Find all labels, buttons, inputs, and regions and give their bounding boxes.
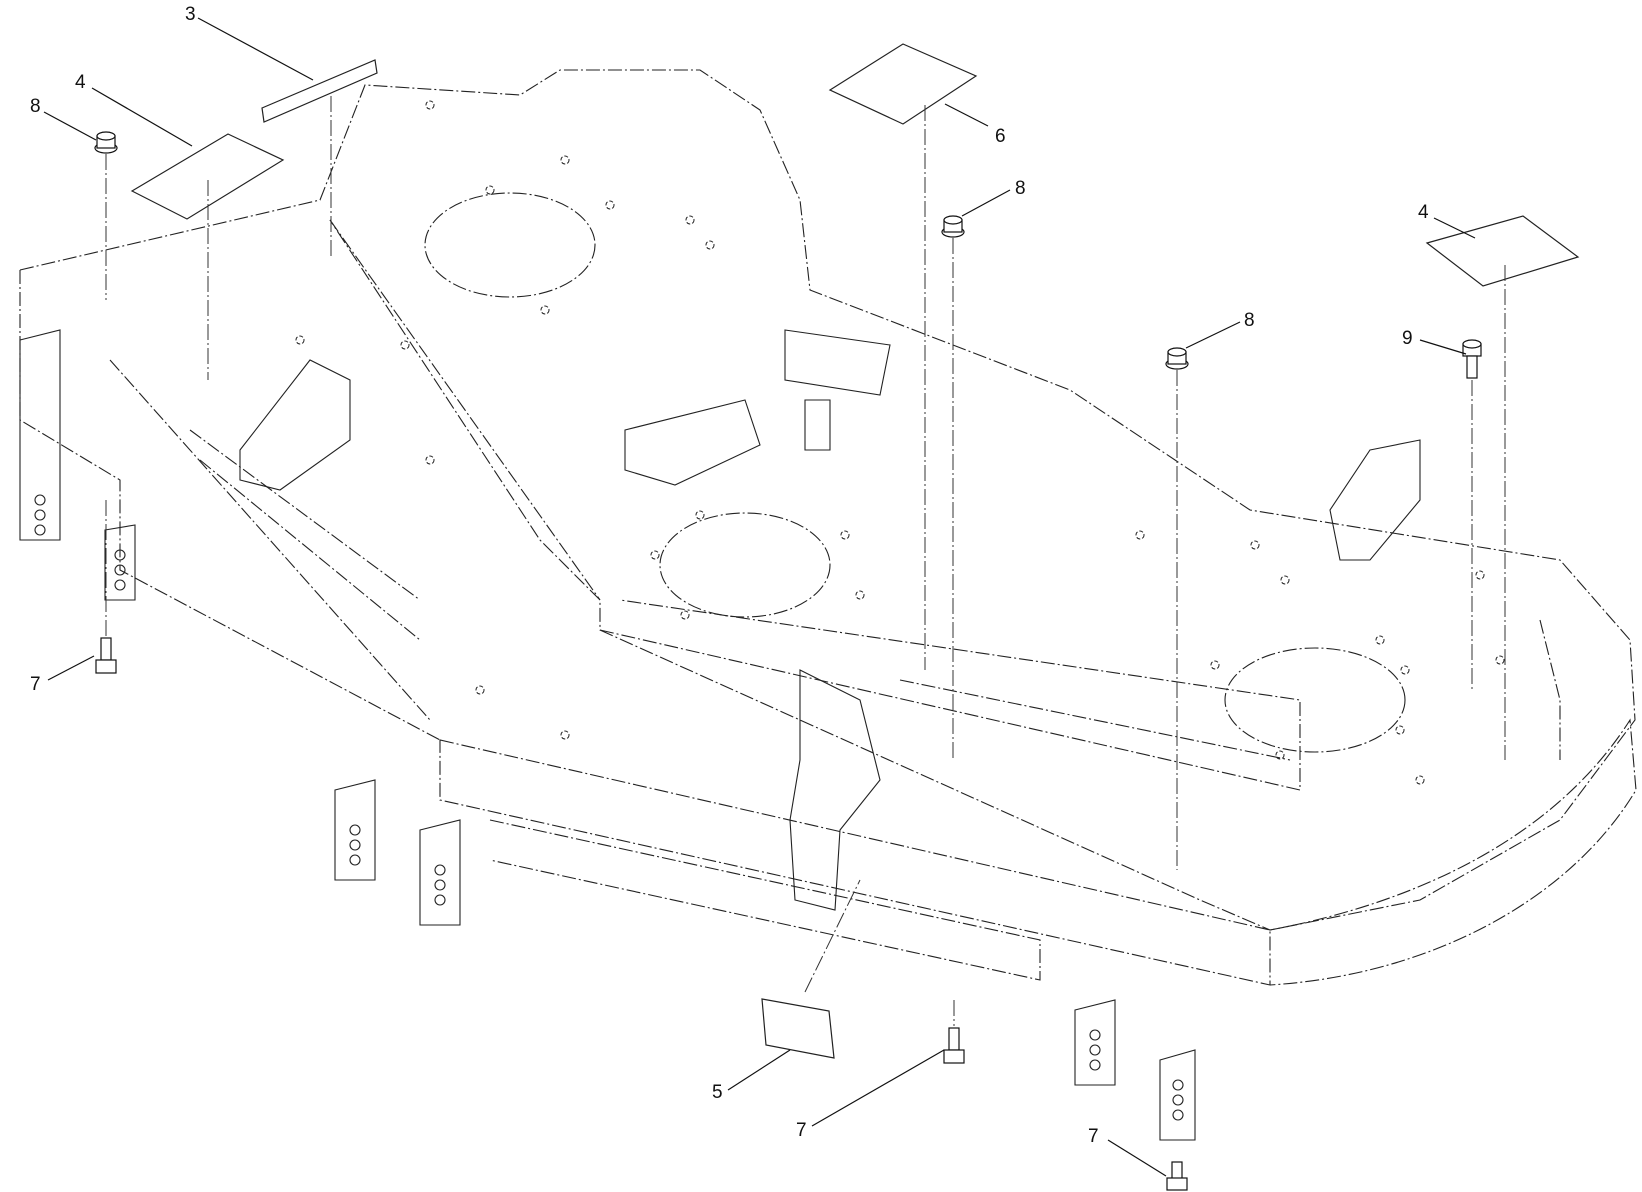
pulley-post <box>804 399 831 451</box>
decals <box>130 43 1580 1059</box>
callout-7-right: 7 <box>1088 1126 1099 1147</box>
hardware <box>94 131 1482 1191</box>
deck-top-plate <box>19 69 1636 931</box>
decal-6 <box>828 43 978 125</box>
flange-nut-8-right <box>1165 347 1189 370</box>
callout-labels: 3 4 8 6 8 4 8 9 7 5 7 7 <box>30 4 1429 1147</box>
leader-6 <box>944 103 989 127</box>
leader-lines <box>43 17 1476 1177</box>
leader-8-center <box>961 189 1011 217</box>
leader-5 <box>727 1049 791 1091</box>
left-rear-hanger <box>19 329 61 541</box>
bolt-7-center <box>943 1027 965 1064</box>
deck-brackets <box>19 329 1421 1141</box>
idler-bracket <box>784 329 891 396</box>
flange-nut-8-left <box>94 131 118 154</box>
assembly-lines <box>105 96 1506 1026</box>
callout-4-left: 4 <box>75 72 86 93</box>
leader-7-right <box>1107 1139 1167 1177</box>
bolt-7-left <box>95 637 117 674</box>
deck-front-skirt <box>439 739 1271 986</box>
center-hanger-b <box>419 819 461 926</box>
leader-7-left <box>47 655 95 681</box>
spindle-plate <box>624 399 761 486</box>
center-pivot-bracket <box>789 669 881 911</box>
callout-9: 9 <box>1402 328 1413 349</box>
callout-3: 3 <box>185 4 196 25</box>
bolt-9 <box>1462 339 1482 379</box>
decal-4-left <box>130 133 285 220</box>
center-hanger-a <box>334 779 376 881</box>
left-front-hanger <box>104 524 136 601</box>
callout-8-right: 8 <box>1244 310 1255 331</box>
blade-opening-right <box>1224 647 1406 753</box>
blade-opening-center <box>659 512 831 618</box>
leader-8-left <box>43 111 97 141</box>
callout-7-center: 7 <box>796 1120 807 1141</box>
callout-8-center: 8 <box>1015 178 1026 199</box>
callout-7-left: 7 <box>30 674 41 695</box>
left-pivot-bracket <box>239 359 351 491</box>
leader-7-center <box>811 1049 945 1127</box>
leader-9 <box>1419 339 1467 355</box>
flange-nut-8-center <box>941 215 965 238</box>
leader-8-right <box>1185 321 1241 349</box>
callout-5: 5 <box>712 1082 723 1103</box>
decal-4-right <box>1425 215 1580 287</box>
blade-opening-left <box>424 192 596 298</box>
right-front-hanger-b <box>1159 1049 1196 1141</box>
leader-4-left <box>91 87 193 147</box>
decal-5 <box>761 998 835 1059</box>
callout-8-left: 8 <box>30 96 41 117</box>
mower-deck <box>19 69 1637 986</box>
mounting-holes <box>295 100 1505 785</box>
deck-right-skirt <box>1269 718 1637 986</box>
bolt-7-right <box>1166 1161 1188 1191</box>
deck-left-channel <box>19 270 441 741</box>
blade-openings <box>424 192 1406 753</box>
callout-4-right: 4 <box>1418 202 1429 223</box>
leader-4-right <box>1433 217 1476 239</box>
decal-3 <box>261 59 378 123</box>
leader-3 <box>197 17 314 81</box>
right-front-hanger-a <box>1074 999 1116 1086</box>
callout-6: 6 <box>995 126 1006 147</box>
right-pivot-bracket <box>1329 439 1421 561</box>
